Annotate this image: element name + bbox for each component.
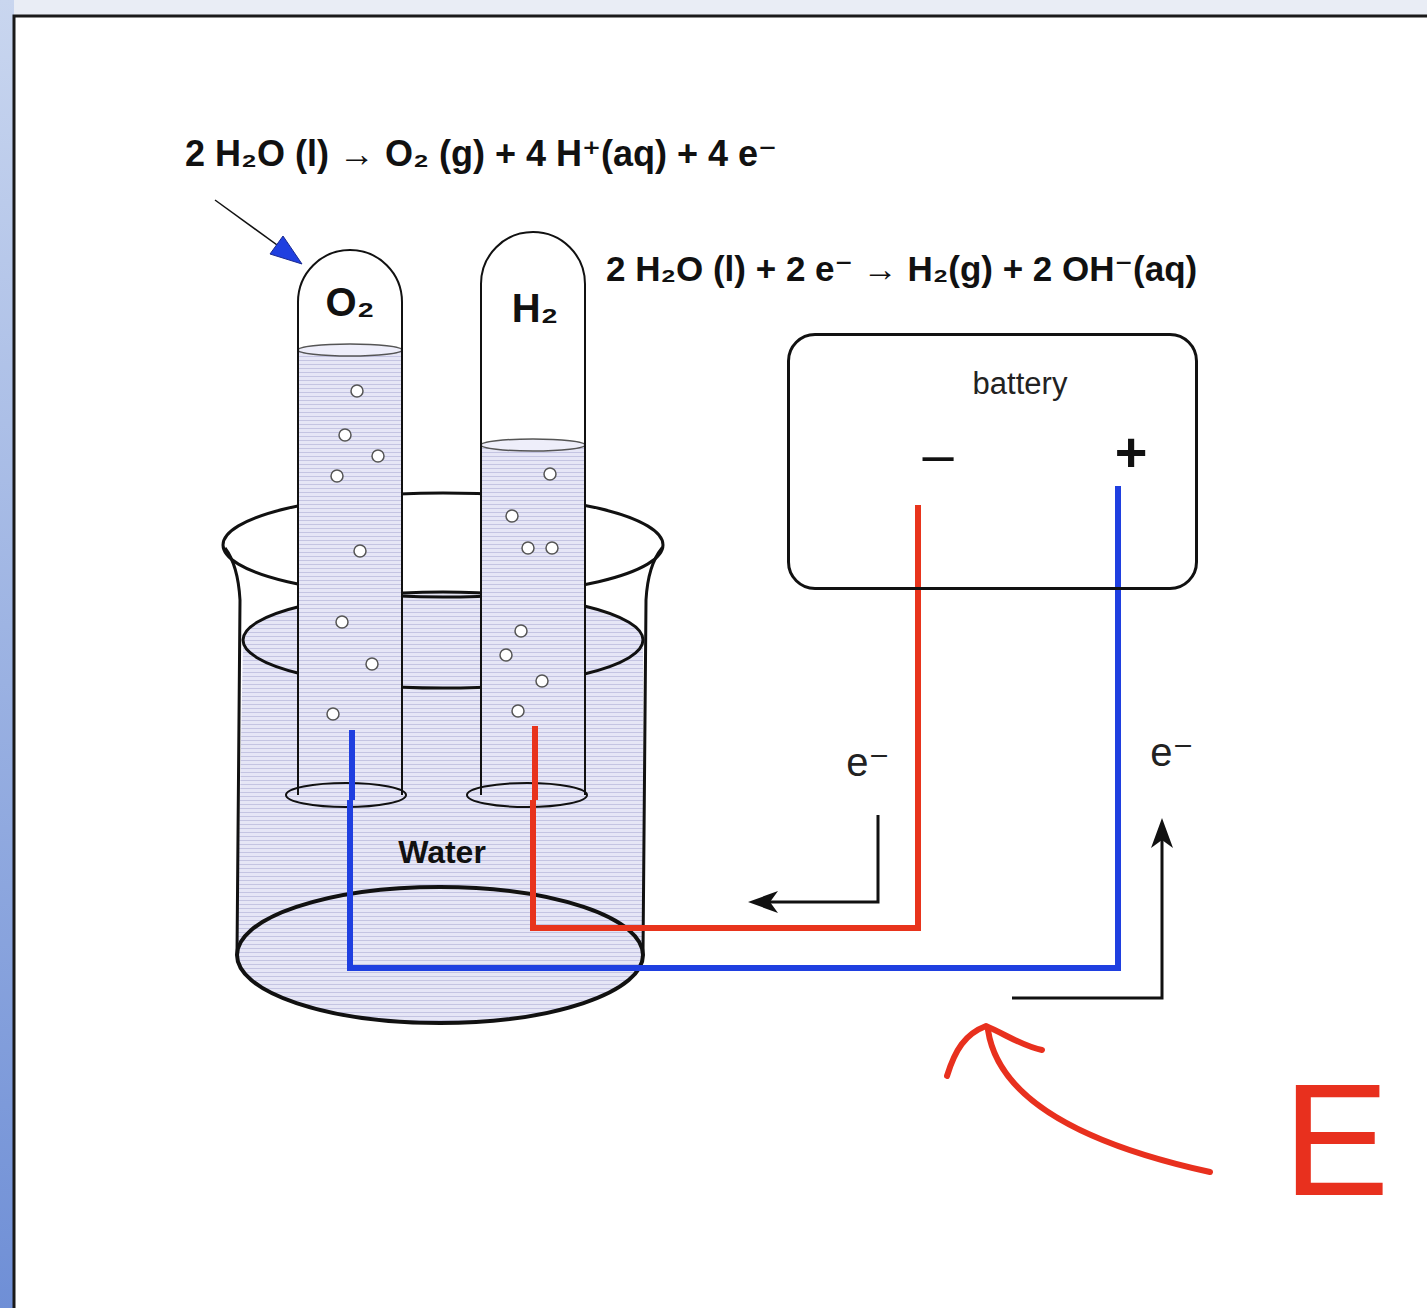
tube-mouth [286,783,406,807]
bubble [544,468,556,480]
bubble [366,658,378,670]
beaker-base [237,887,643,1023]
tube-water-surface [298,344,402,356]
bubble [327,708,339,720]
electron-flow-arrow [764,815,878,902]
annotation-arrowhead [947,1026,1042,1076]
bubble [331,470,343,482]
leader-line [215,200,284,250]
bubble [522,542,534,554]
bubble [354,545,366,557]
electron-symbol: e⁻ [1150,730,1193,774]
bubble [506,510,518,522]
negative-terminal-wire [915,505,921,592]
cathode-electrode [532,726,538,800]
bubble [339,429,351,441]
test-tube-outline [481,232,585,795]
tube-water [298,350,402,795]
gas-label: O₂ [326,280,375,324]
bubble [512,705,524,717]
battery-label: battery [973,367,1068,401]
bubble [515,625,527,637]
electron-symbol: e⁻ [846,740,889,784]
liquid-label: Water [398,835,486,870]
anode-electrode [349,730,355,800]
beaker: Water [225,493,665,1025]
terminal-sign: + [1115,421,1148,483]
tube-water-surface [481,439,585,451]
test-tube: H₂ [481,230,585,800]
bubble [336,616,348,628]
bubbles [327,385,558,720]
bubble [546,542,558,554]
electron-flow-arrowhead [1151,818,1173,848]
electron-flow-arrowhead [748,891,778,913]
bubble [536,675,548,687]
bubble [500,649,512,661]
bubble [351,385,363,397]
positive-wire [350,590,1118,968]
annotation-letter: E [1283,1052,1390,1228]
negative-wire [533,590,918,928]
half-reaction: 2 H₂O (l) + 2 e⁻ → H₂(g) + 2 OH⁻(aq) [606,250,1197,289]
leader-arrowhead [270,236,302,264]
test-tube: O₂ [298,250,402,800]
beaker-wall [643,548,662,955]
bubble [372,450,384,462]
battery-box: battery– + [787,333,1198,590]
terminal-sign: – [922,423,953,485]
tube-mouth [467,783,587,807]
half-reaction: 2 H₂O (l) → O₂ (g) + 4 H⁺(aq) + 4 e⁻ [185,134,777,174]
side-strip [0,0,14,1308]
gas-label: H₂ [512,286,559,330]
beaker-rim [223,493,663,597]
electron-flow-arrow [1012,834,1162,998]
annotation-arrow [988,1030,1210,1172]
test-tube-outline [298,250,402,795]
positive-terminal-wire [1115,486,1121,592]
frame [14,16,1427,1308]
beaker-wall [225,548,240,955]
